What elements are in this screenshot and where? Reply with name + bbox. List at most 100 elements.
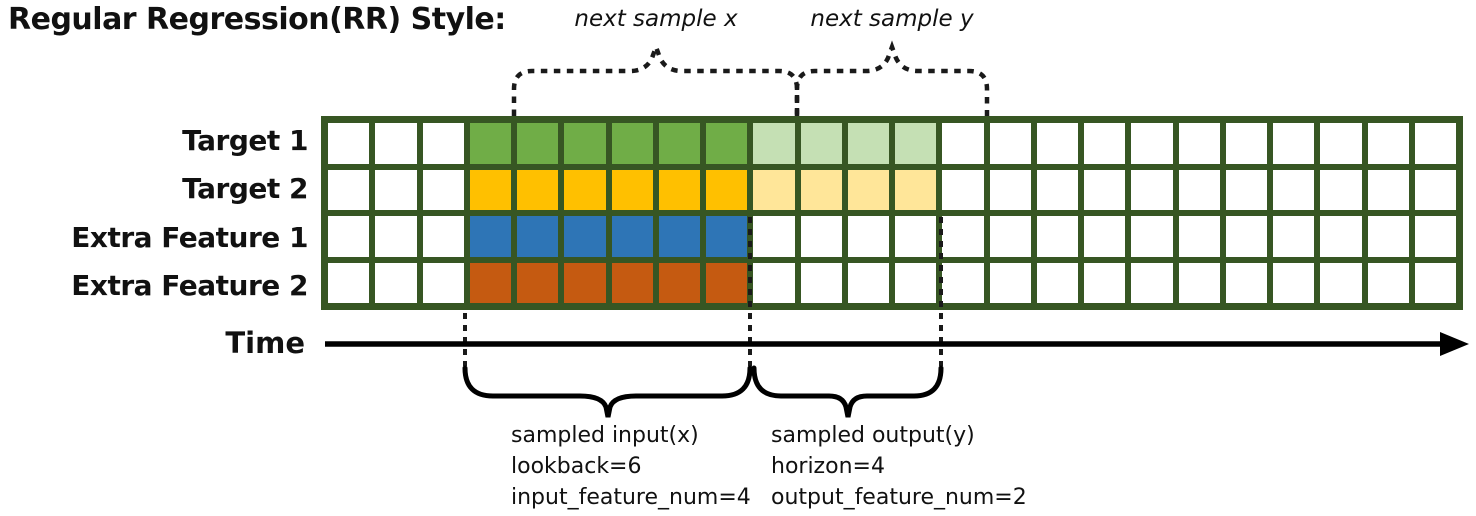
grid-cell xyxy=(517,262,559,303)
grid-cell xyxy=(1084,123,1126,164)
grid-cell xyxy=(1414,123,1456,164)
grid-cell xyxy=(1273,123,1315,164)
grid-cell xyxy=(658,123,700,164)
grid-cell xyxy=(1178,169,1220,210)
next-sample-x-brace xyxy=(511,40,800,116)
grid-cell xyxy=(753,262,795,303)
time-grid xyxy=(321,116,1463,310)
row-label: Target 2 xyxy=(182,172,308,206)
row-label: Target 1 xyxy=(182,123,308,157)
grid-cell xyxy=(564,262,606,303)
grid-cell xyxy=(1320,262,1362,303)
grid-cell xyxy=(658,216,700,257)
grid-cell xyxy=(328,262,370,303)
grid-cell xyxy=(1225,216,1267,257)
grid-cell xyxy=(1225,123,1267,164)
grid-cell xyxy=(1225,262,1267,303)
grid-cell xyxy=(989,169,1031,210)
grid-cell xyxy=(753,123,795,164)
grid-cell xyxy=(611,123,653,164)
grid-cell xyxy=(942,262,984,303)
sampled-input-caption: sampled input(x) lookback=6 input_featur… xyxy=(511,420,751,513)
grid-cell xyxy=(895,262,937,303)
next-sample-y-label: next sample y xyxy=(810,6,974,32)
grid-cell xyxy=(422,169,464,210)
grid-cell xyxy=(658,262,700,303)
grid-cell xyxy=(847,123,889,164)
grid-cell xyxy=(1414,216,1456,257)
grid-cell xyxy=(1131,262,1173,303)
grid-cell xyxy=(753,169,795,210)
grid-cell xyxy=(706,169,748,210)
input-feature-num-line: input_feature_num=4 xyxy=(511,485,751,510)
grid-cell xyxy=(706,262,748,303)
grid-cell xyxy=(611,216,653,257)
grid-cell xyxy=(1225,169,1267,210)
grid-cell xyxy=(942,169,984,210)
grid-cell xyxy=(1367,216,1409,257)
sampled-input-line: sampled input(x) xyxy=(511,423,699,448)
grid-cell xyxy=(1414,262,1456,303)
grid-cell xyxy=(517,216,559,257)
grid-cell xyxy=(847,262,889,303)
grid-cell xyxy=(800,169,842,210)
grid-cell xyxy=(989,123,1031,164)
grid-cell xyxy=(1367,123,1409,164)
grid-cell xyxy=(1131,169,1173,210)
grid-cell xyxy=(1320,169,1362,210)
grid-cell xyxy=(895,169,937,210)
grid-cell xyxy=(989,216,1031,257)
grid-cell xyxy=(564,216,606,257)
grid-cell xyxy=(517,123,559,164)
grid-cell xyxy=(328,123,370,164)
sampled-output-caption: sampled output(y) horizon=4 output_featu… xyxy=(771,420,1027,513)
grid-cell xyxy=(422,262,464,303)
grid-cell xyxy=(422,123,464,164)
grid-cell xyxy=(1320,123,1362,164)
grid-cell xyxy=(328,169,370,210)
grid-cell xyxy=(375,123,417,164)
grid-cell xyxy=(1178,123,1220,164)
grid-cell xyxy=(1084,262,1126,303)
next-sample-x-label: next sample x xyxy=(574,6,738,32)
grid-cell xyxy=(847,169,889,210)
grid-cell xyxy=(1036,262,1078,303)
row-label: Extra Feature 2 xyxy=(71,269,308,303)
sampled-output-brace xyxy=(751,365,944,418)
time-axis-arrowhead xyxy=(1440,332,1469,356)
grid-cell xyxy=(1178,262,1220,303)
grid-cell xyxy=(1273,216,1315,257)
grid-cell xyxy=(706,123,748,164)
grid-cell xyxy=(517,169,559,210)
output-feature-num-line: output_feature_num=2 xyxy=(771,485,1027,510)
grid-cell xyxy=(800,262,842,303)
grid-cell xyxy=(658,169,700,210)
grid-cell xyxy=(611,169,653,210)
grid-cell xyxy=(895,123,937,164)
grid-cell xyxy=(1036,123,1078,164)
grid-cell xyxy=(706,216,748,257)
grid-cell xyxy=(1367,262,1409,303)
grid-cell xyxy=(1320,216,1362,257)
time-axis-label: Time xyxy=(225,326,305,360)
grid-cell xyxy=(469,169,511,210)
grid-cell xyxy=(1131,123,1173,164)
next-sample-y-brace xyxy=(794,40,990,116)
grid-cell xyxy=(895,216,937,257)
grid-cell xyxy=(469,262,511,303)
row-label: Extra Feature 1 xyxy=(71,220,308,254)
grid-cell xyxy=(1273,262,1315,303)
grid-cell xyxy=(469,216,511,257)
grid-cell xyxy=(1036,169,1078,210)
grid-cell xyxy=(1414,169,1456,210)
sampled-input-brace xyxy=(462,365,753,418)
grid-cell xyxy=(564,169,606,210)
grid-cell xyxy=(847,216,889,257)
grid-cell xyxy=(328,216,370,257)
grid-cell xyxy=(800,123,842,164)
lookback-line: lookback=6 xyxy=(511,454,642,479)
grid-cell xyxy=(422,216,464,257)
grid-cell xyxy=(375,216,417,257)
grid-cell xyxy=(1273,169,1315,210)
